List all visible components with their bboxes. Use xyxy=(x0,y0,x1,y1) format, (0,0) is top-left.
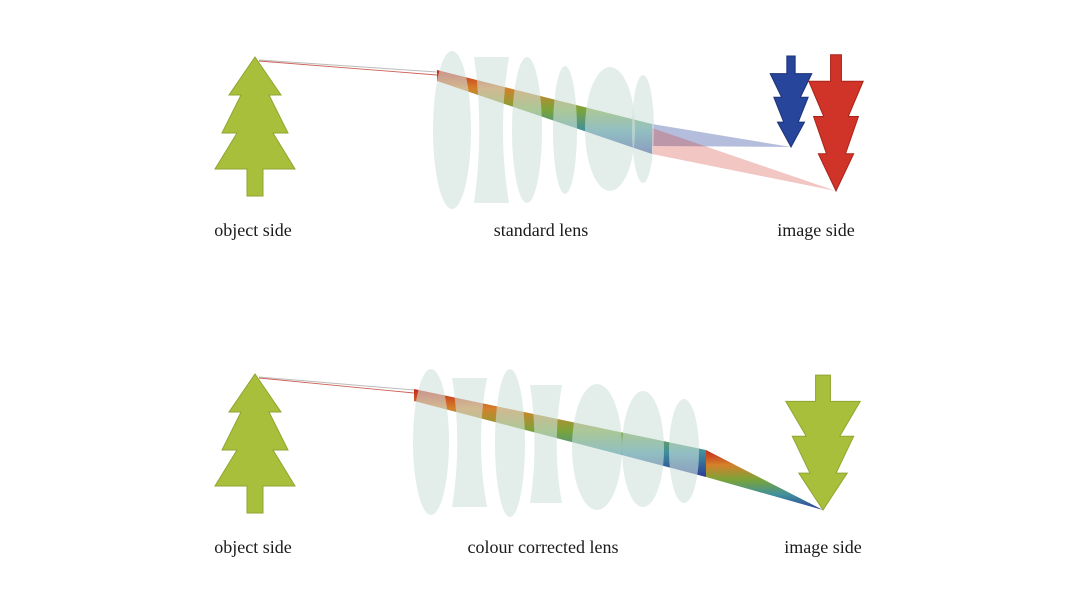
object-tree-icon xyxy=(215,57,295,196)
bottom-image-side-label: image side xyxy=(784,537,861,557)
converging-beam xyxy=(706,450,823,510)
blue-image-arrow-icon xyxy=(770,56,812,147)
lens-element-icon xyxy=(553,66,577,194)
lens-element-icon xyxy=(413,369,449,515)
lens-element-icon xyxy=(622,391,664,507)
lens-element-icon xyxy=(530,385,562,503)
entry-ray-red xyxy=(258,377,415,394)
top-lens-label: standard lens xyxy=(494,220,588,240)
blue-focus-fan xyxy=(652,124,791,147)
entry-ray-red xyxy=(258,60,438,76)
lens-element-icon xyxy=(632,75,654,183)
lens-element-icon xyxy=(572,384,622,510)
object-tree-icon xyxy=(215,374,295,513)
red-focus-fan xyxy=(652,128,836,191)
entry-ray-grey xyxy=(258,376,415,391)
top-image-side-label: image side xyxy=(777,220,854,240)
lens-element-icon xyxy=(474,57,509,203)
lens-element-icon xyxy=(512,57,542,203)
entry-ray-grey xyxy=(258,59,438,73)
standard-lens-group xyxy=(433,51,654,209)
red-image-arrow-icon xyxy=(809,55,863,191)
top-object-side-label: object side xyxy=(214,220,291,240)
lens-element-icon xyxy=(452,378,487,507)
lens-element-icon xyxy=(495,369,525,517)
corrected-lens-group xyxy=(413,369,699,517)
lens-element-icon xyxy=(585,67,635,191)
bottom-lens-label: colour corrected lens xyxy=(468,537,619,557)
green-image-arrow-icon xyxy=(786,375,860,510)
lens-element-icon xyxy=(433,51,471,209)
bottom-object-side-label: object side xyxy=(214,537,291,557)
lens-element-icon xyxy=(669,399,699,503)
